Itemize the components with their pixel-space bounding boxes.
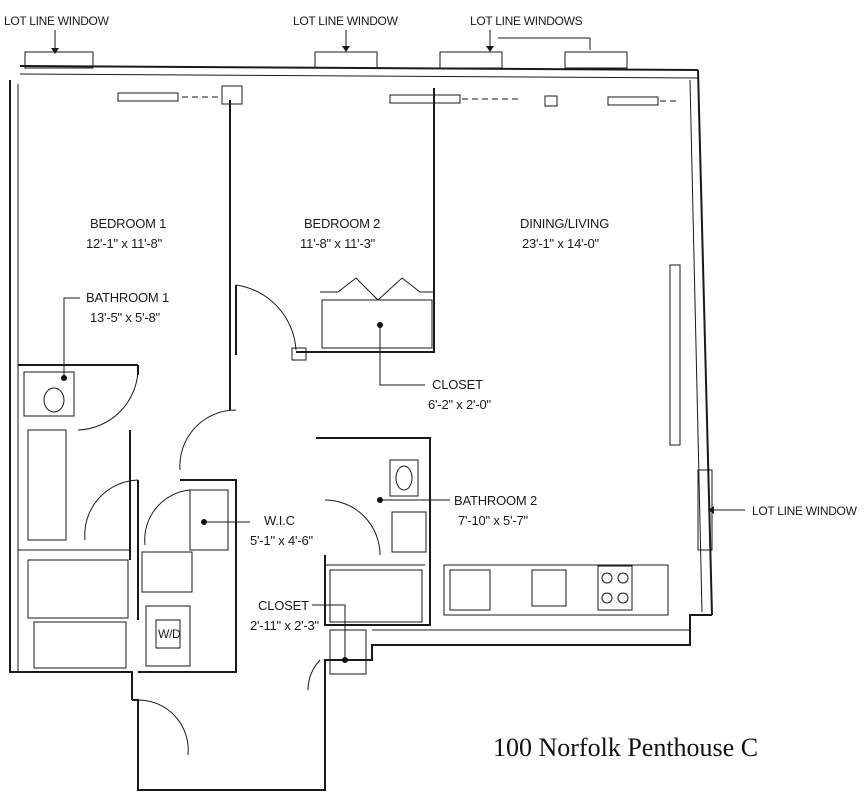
dining-living-dims: 23'-1" x 14'-0" (522, 236, 600, 251)
lot-line-markers (24, 30, 745, 514)
bedroom1-dims: 12'-1" x 11'-8" (86, 236, 163, 251)
leaders (61, 297, 450, 663)
exterior-walls (9, 65, 713, 791)
bedroom1-name: BEDROOM 1 (90, 216, 166, 231)
closet-entry-name: CLOSET (258, 598, 309, 613)
closet-bedroom2-name: CLOSET (432, 377, 483, 392)
room-labels: BEDROOM 1 12'-1" x 11'-8" BEDROOM 2 11'-… (86, 216, 609, 641)
wic-dims: 5'-1" x 4'-6" (250, 533, 313, 548)
wic-name: W.I.C (264, 513, 295, 528)
bedroom2-dims: 11'-8" x 11'-3" (300, 236, 376, 251)
door-swings (77, 284, 381, 756)
bathroom2-dims: 7'-10" x 5'-7" (458, 513, 529, 528)
window-label-top-left: LOT LINE WINDOW (4, 14, 110, 28)
window-label-top-center: LOT LINE WINDOW (293, 14, 399, 28)
window-label-top-right: LOT LINE WINDOWS (470, 14, 583, 28)
window-sills (117, 85, 713, 551)
dining-living-name: DINING/LIVING (520, 216, 609, 231)
bedroom2-name: BEDROOM 2 (304, 216, 380, 231)
interior-walls (18, 88, 669, 675)
window-label-right: LOT LINE WINDOW (752, 504, 858, 518)
washer-dryer-label: W/D (158, 627, 181, 641)
bathroom1-dims: 13'-5" x 5'-8" (90, 310, 161, 325)
window-labels: LOT LINE WINDOW LOT LINE WINDOW LOT LINE… (4, 14, 858, 518)
closet-entry-dims: 2'-11" x 2'-3" (250, 618, 320, 633)
plan-title: 100 Norfolk Penthouse C (493, 733, 758, 762)
bathroom1-name: BATHROOM 1 (86, 290, 169, 305)
bathroom2-name: BATHROOM 2 (454, 493, 537, 508)
closet-bedroom2-dims: 6'-2" x 2'-0" (428, 397, 491, 412)
